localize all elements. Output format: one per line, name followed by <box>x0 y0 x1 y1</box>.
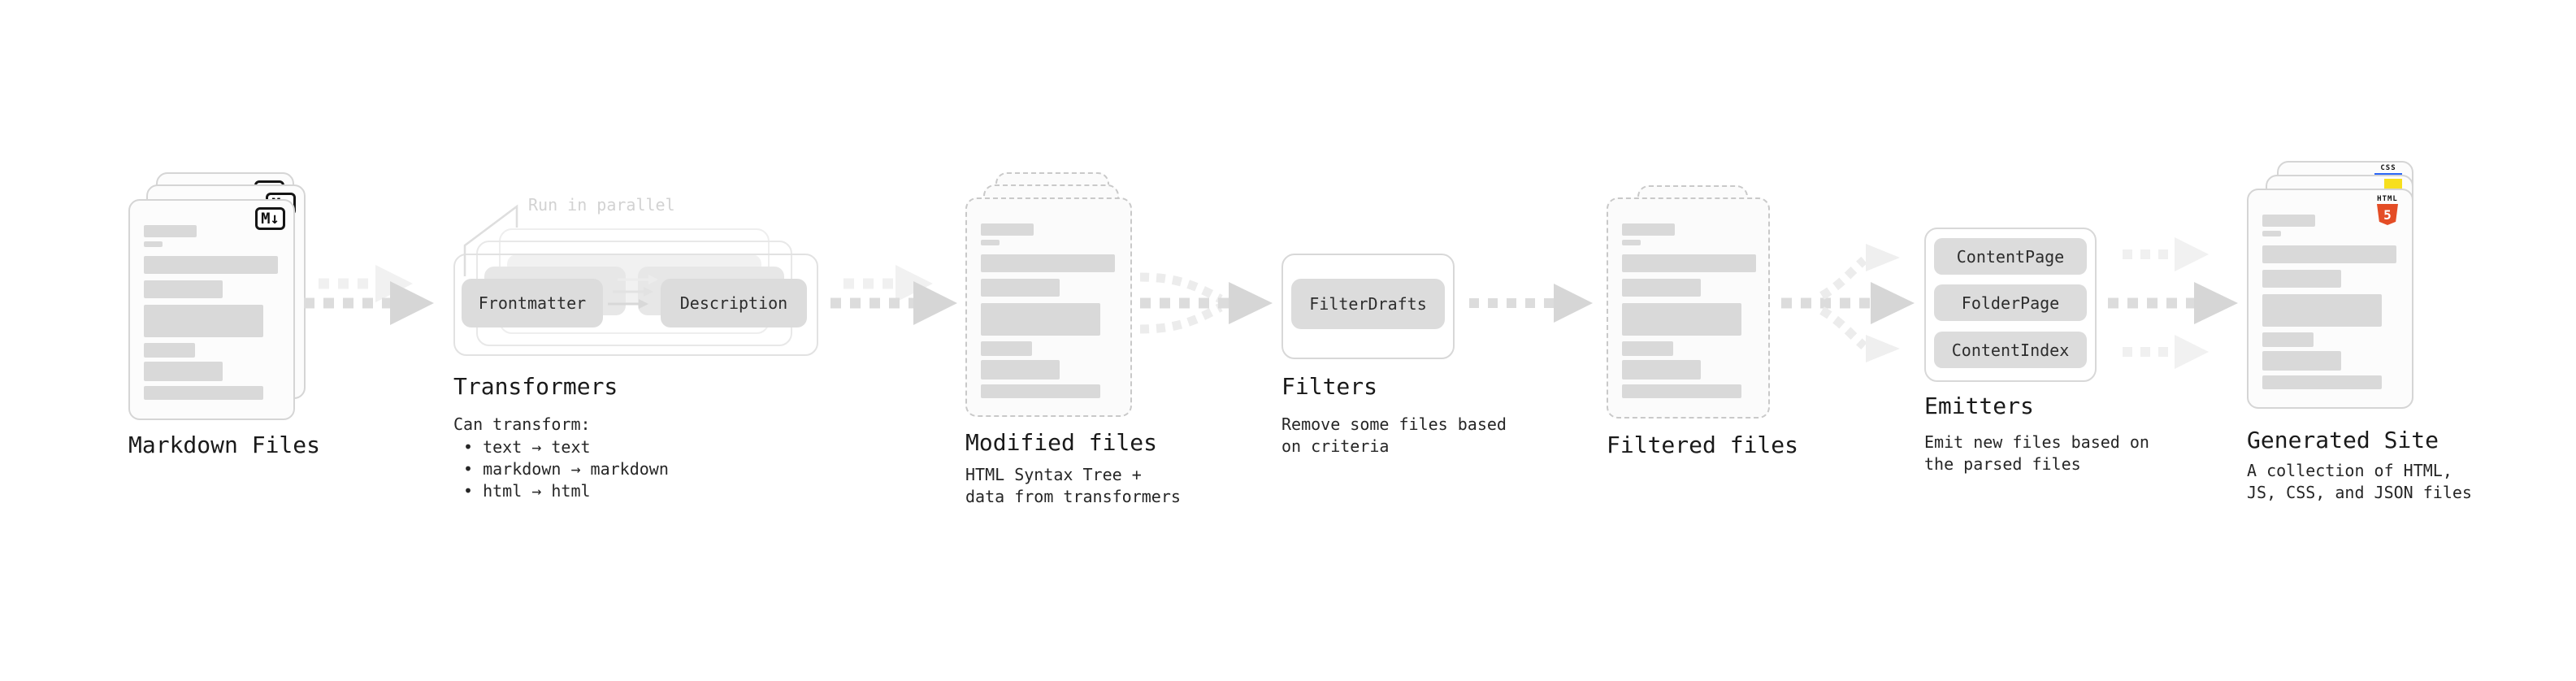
placeholder-bar <box>1622 223 1675 236</box>
document-skeleton <box>981 199 1130 415</box>
folderpage-box: FolderPage <box>1934 284 2087 321</box>
placeholder-bar <box>1622 240 1641 245</box>
arrow-filters-to-filtered <box>1469 284 1593 323</box>
description-line: JS, CSS, and JSON files <box>2247 483 2472 502</box>
placeholder-bar <box>1622 303 1741 336</box>
filters-frame <box>1281 254 1455 359</box>
arrow-markdown-to-transformers <box>304 265 434 325</box>
markdown-file-card-front: M↓ <box>128 199 295 420</box>
stage-label-modified-files: Modified files <box>965 429 1158 456</box>
placeholder-bar <box>981 341 1032 356</box>
transformers-bullet-list: • text → text • markdown → markdown • ht… <box>463 436 669 502</box>
html5-icon-label: HTML <box>2377 195 2398 203</box>
placeholder-bar <box>1622 360 1701 380</box>
placeholder-bar <box>2262 351 2341 371</box>
placeholder-bar <box>2262 294 2382 327</box>
arrow-emitters-to-generated <box>2108 237 2238 369</box>
description-line: the parsed files <box>1924 454 2081 474</box>
contentpage-box: ContentPage <box>1934 238 2087 275</box>
placeholder-bar <box>981 360 1060 380</box>
placeholder-bar <box>981 223 1034 236</box>
placeholder-bar <box>144 280 223 298</box>
description-line: Remove some files based <box>1281 414 1507 434</box>
placeholder-bar <box>2262 231 2281 236</box>
stage-label-generated-site: Generated Site <box>2247 427 2439 453</box>
placeholder-bar <box>2262 270 2341 288</box>
placeholder-bar <box>2262 245 2396 263</box>
contentindex-box: ContentIndex <box>1934 332 2087 368</box>
transformers-sub-heading: Can transform: <box>453 414 591 434</box>
markdown-icon: M↓ <box>255 207 285 230</box>
bullet-line: • markdown → markdown <box>463 459 669 479</box>
placeholder-bar <box>2262 215 2315 227</box>
bullet-line: • html → html <box>463 481 591 501</box>
emitters-frame <box>1924 228 2097 382</box>
placeholder-bar <box>981 303 1100 336</box>
filters-description: Remove some files based on criteria <box>1281 414 1507 458</box>
placeholder-bar <box>144 256 278 274</box>
placeholder-bar <box>981 279 1060 297</box>
stage-label-filtered-files: Filtered files <box>1607 432 1799 458</box>
placeholder-bar <box>981 384 1100 398</box>
transformer-frame-front <box>453 254 818 356</box>
document-skeleton <box>144 201 293 419</box>
description-line: on criteria <box>1281 436 1390 456</box>
arrow-modified-to-filters <box>1139 272 1273 334</box>
js-icon <box>2384 179 2402 190</box>
modified-files-description: HTML Syntax Tree + data from transformer… <box>965 464 1181 508</box>
arrow-transformers-to-modified <box>830 265 957 325</box>
placeholder-bar <box>144 225 197 237</box>
stage-label-filters: Filters <box>1281 373 1378 400</box>
html5-icon-shield: 5 <box>2377 204 2398 225</box>
stage-label-markdown-files: Markdown Files <box>128 432 321 458</box>
generated-site-description: A collection of HTML, JS, CSS, and JSON … <box>2247 460 2472 504</box>
placeholder-bar <box>2262 375 2382 389</box>
filtered-file-card-front <box>1607 197 1770 419</box>
generated-html-card: HTML 5 <box>2247 189 2413 409</box>
placeholder-bar <box>1622 341 1673 356</box>
placeholder-bar <box>144 343 195 358</box>
description-box: Description <box>661 279 807 327</box>
document-skeleton <box>2262 190 2412 407</box>
stage-label-transformers: Transformers <box>453 373 618 400</box>
run-in-parallel-annotation: Run in parallel <box>528 195 675 215</box>
stage-label-emitters: Emitters <box>1924 393 2034 419</box>
modified-file-card-front <box>965 197 1132 417</box>
placeholder-bar <box>1622 279 1701 297</box>
placeholder-bar <box>144 386 263 400</box>
placeholder-bar <box>144 241 163 247</box>
description-line: HTML Syntax Tree + <box>965 465 1142 484</box>
placeholder-bar <box>981 240 1000 245</box>
emitters-description: Emit new files based on the parsed files <box>1924 432 2149 475</box>
arrow-filtered-to-emitters <box>1781 244 1915 362</box>
placeholder-bar <box>1622 384 1741 398</box>
placeholder-bar <box>144 305 263 337</box>
placeholder-bar <box>2262 332 2314 347</box>
description-line: A collection of HTML, <box>2247 461 2452 480</box>
frontmatter-box: Frontmatter <box>462 279 603 327</box>
bullet-line: • text → text <box>463 437 591 457</box>
placeholder-bar <box>144 362 223 381</box>
css-icon-label: CSS <box>2380 164 2396 172</box>
document-skeleton <box>1622 199 1768 417</box>
filterdrafts-box: FilterDrafts <box>1291 279 1445 329</box>
placeholder-bar <box>1622 254 1756 272</box>
html5-icon: HTML 5 <box>2374 195 2401 225</box>
description-line: Emit new files based on <box>1924 432 2149 452</box>
placeholder-bar <box>981 254 1115 272</box>
description-line: data from transformers <box>965 487 1181 506</box>
